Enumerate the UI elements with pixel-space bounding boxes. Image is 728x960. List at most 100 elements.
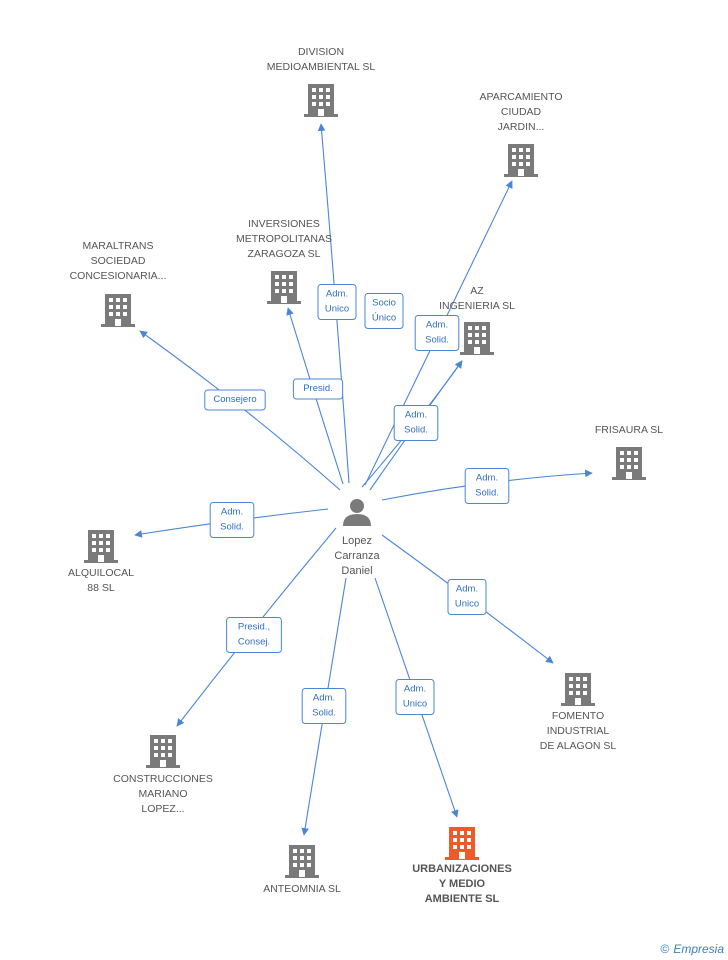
edge-label: Solid. — [220, 522, 244, 533]
building-icon — [612, 447, 646, 480]
company-label: MARIANO — [138, 788, 187, 800]
company-label: AZ — [470, 285, 484, 297]
building-icon — [285, 845, 319, 878]
edge-label: Presid. — [303, 383, 333, 394]
company-node-construcciones[interactable]: CONSTRUCCIONES MARIANO LOPEZ... — [113, 735, 213, 815]
edge-label-box[interactable] — [226, 617, 282, 653]
building-icon — [504, 144, 538, 177]
edge-label-box[interactable] — [317, 284, 357, 320]
edge-label: Unico — [325, 304, 349, 315]
company-label: LOPEZ... — [141, 803, 184, 815]
company-node-maraltrans[interactable]: MARALTRANS SOCIEDAD CONCESIONARIA... — [70, 240, 167, 327]
company-node-aparcamiento[interactable]: APARCAMIENTO CIUDAD JARDIN... — [479, 91, 563, 177]
edge-alquilocal: Adm. Solid. — [134, 502, 329, 538]
edge-maraltrans: Consejero — [139, 330, 341, 491]
edge-label-box[interactable] — [414, 315, 460, 351]
edge-anteomnia: Adm. Solid. — [301, 577, 347, 836]
edge-label: Adm. — [426, 320, 448, 331]
edge-division: Adm. Unico — [317, 123, 357, 484]
company-label: MEDIOAMBIENTAL SL — [267, 61, 376, 73]
edge-label-box[interactable] — [301, 688, 347, 724]
company-label: 88 SL — [87, 582, 115, 594]
edge-az: Adm. Solid. — [361, 315, 463, 488]
edge-label: Adm. — [476, 473, 498, 484]
company-label: CONCESIONARIA... — [70, 270, 167, 282]
company-label: SOCIEDAD — [91, 255, 146, 267]
company-label: JARDIN... — [498, 121, 545, 133]
company-label: CIUDAD — [501, 106, 542, 118]
company-label: FRISAURA SL — [595, 424, 663, 436]
company-label: ANTEOMNIA SL — [263, 883, 341, 895]
person-icon — [343, 499, 371, 526]
company-label: INVERSIONES — [248, 218, 320, 230]
building-icon — [561, 673, 595, 706]
edge-label: Unico — [403, 699, 427, 710]
building-icon — [304, 84, 338, 117]
edge-label: Solid. — [475, 488, 499, 499]
building-icon — [101, 294, 135, 327]
building-icon — [84, 530, 118, 563]
person-label: Lopez — [342, 535, 372, 547]
nodes-layer: DIVISION MEDIOAMBIENTAL SL APARCAMIENTO CIU… — [68, 46, 663, 905]
edge-label: Solid. — [312, 708, 336, 719]
brand-footer: ©Empresia — [660, 942, 724, 956]
building-icon — [460, 322, 494, 355]
company-label: ALQUILOCAL — [68, 567, 134, 579]
edge-label: Adm. — [456, 584, 478, 595]
company-label: Y MEDIO — [439, 878, 486, 890]
edge-label: Unico — [455, 599, 479, 610]
edge-label-box[interactable] — [395, 679, 435, 715]
company-label: URBANIZACIONES — [412, 863, 512, 875]
company-label: AMBIENTE SL — [425, 893, 500, 905]
edge-frisaura: Adm. Solid. — [381, 468, 593, 504]
edge-label-box[interactable] — [292, 378, 344, 400]
company-node-division[interactable]: DIVISION MEDIOAMBIENTAL SL — [267, 46, 376, 117]
edge-label-box[interactable] — [209, 502, 255, 538]
edge-label: Adm. — [313, 693, 335, 704]
edge-label-box[interactable] — [464, 468, 510, 504]
edges-layer: Adm.UnicoSocioÚnicoAdm.Solid.Adm.Solid.P… — [134, 123, 593, 836]
edge-label-box[interactable] — [393, 405, 439, 441]
building-icon — [267, 271, 301, 304]
company-label: CONSTRUCCIONES — [113, 773, 213, 785]
company-node-urbanizaciones[interactable]: URBANIZACIONES Y MEDIO AMBIENTE SL — [412, 827, 512, 905]
company-label: ZARAGOZA SL — [248, 248, 321, 260]
person-label: Carranza — [334, 550, 380, 562]
copyright-icon: © — [660, 942, 670, 956]
edge-label: Adm. — [405, 410, 427, 421]
edge-label: Adm. — [404, 684, 426, 695]
edge-label: Presid., — [238, 622, 270, 633]
edge-label-box[interactable] — [447, 579, 487, 615]
edge-label-box[interactable] — [364, 293, 404, 329]
company-node-inversiones[interactable]: INVERSIONES METROPOLITANAS ZARAGOZA SL — [236, 218, 332, 304]
edge-label: Consej. — [238, 637, 270, 648]
brand-logo: Empresia — [673, 942, 724, 956]
company-node-anteomnia[interactable]: ANTEOMNIA SL — [263, 845, 341, 895]
company-label: METROPOLITANAS — [236, 233, 332, 245]
edge-label: Solid. — [425, 335, 449, 346]
edge-label: Único — [372, 313, 396, 324]
edge-urbanizaciones: Adm. Unico — [374, 577, 459, 818]
company-label: DIVISION — [298, 46, 344, 58]
company-label: APARCAMIENTO — [479, 91, 562, 103]
person-label: Daniel — [341, 565, 372, 577]
company-node-alquilocal[interactable]: ALQUILOCAL 88 SL — [68, 530, 134, 594]
company-label: MARALTRANS — [83, 240, 154, 252]
edge-az: Adm. Solid. — [369, 360, 463, 491]
building-icon — [146, 735, 180, 768]
edge-label: Consejero — [213, 394, 256, 405]
company-label: FOMENTO — [552, 710, 604, 722]
edge-construcciones: Presid., Consej. — [176, 527, 337, 727]
edge-label: Adm. — [221, 507, 243, 518]
edge-inversiones: Presid. — [286, 307, 344, 485]
edge-label-box[interactable] — [204, 389, 266, 411]
edge-label: Socio — [372, 298, 396, 309]
edge-label: Adm. — [326, 289, 348, 300]
company-node-frisaura[interactable]: FRISAURA SL — [595, 424, 663, 480]
company-label: INDUSTRIAL — [547, 725, 610, 737]
edge-label: Solid. — [404, 425, 428, 436]
